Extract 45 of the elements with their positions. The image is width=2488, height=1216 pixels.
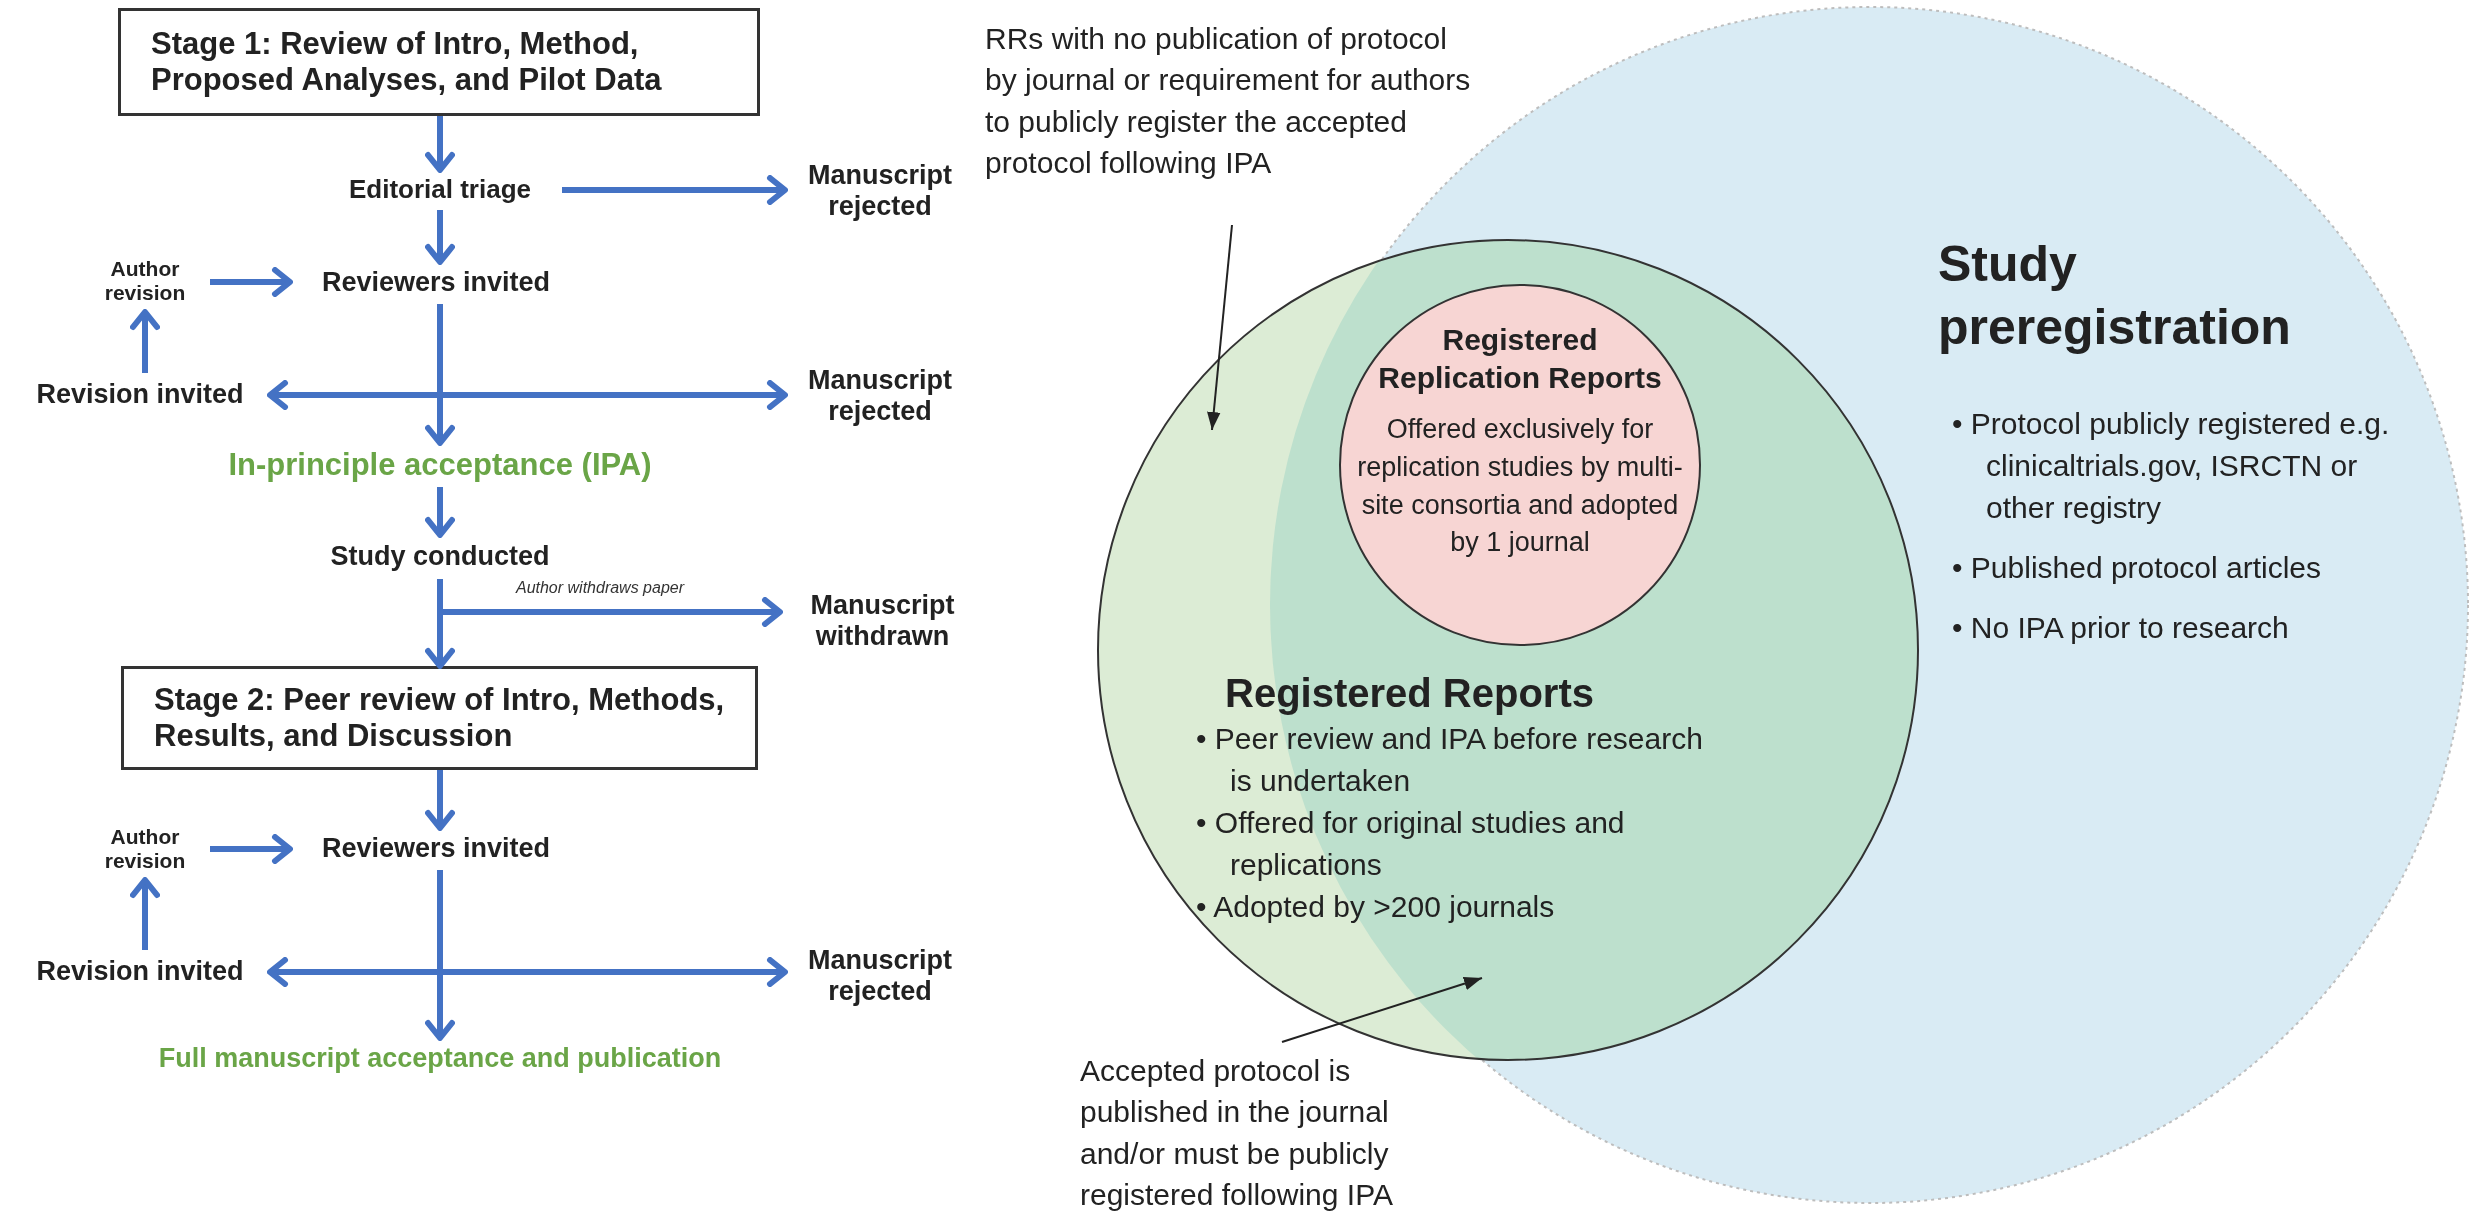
- stage-title: Stage 2: Peer review of Intro, Methods, Results, and Discussion: [154, 682, 725, 754]
- edge-label: Author withdraws paper: [512, 579, 688, 597]
- leader-line: [1207, 224, 1233, 431]
- outcome-label: In-principle acceptance (IPA): [170, 443, 710, 487]
- step-label: Reviewers invited: [290, 828, 582, 870]
- bullet-text: • No IPA prior to research: [1952, 610, 2290, 646]
- arrow: [210, 267, 293, 297]
- circle-title: Registered Replication Reports: [1377, 322, 1663, 396]
- step-label: Manuscript withdrawn: [780, 586, 985, 656]
- step-label: Reviewers invited: [290, 262, 582, 304]
- annotation-text: Accepted protocol is published in the journal and/or must be publicly registered following IPA: [1080, 1050, 1480, 1210]
- leader-line: [1281, 977, 1483, 1043]
- step-label: Author revision: [80, 250, 210, 312]
- annotation-text: RRs with no publication of protocol by journal or requirement for authors to publicly register the accepted protocol following IPA: [985, 18, 1485, 223]
- arrow: [130, 877, 160, 950]
- step-label: Study conducted: [300, 535, 580, 579]
- circle-title: Study preregistration: [1938, 235, 2292, 357]
- arrow: [425, 116, 455, 173]
- bullet-text: • Offered for original studies and replications: [1196, 805, 1626, 883]
- bullet-text: • Published protocol articles: [1952, 550, 2323, 586]
- step-label: Revision invited: [10, 373, 270, 417]
- step-label: Manuscript rejected: [785, 155, 975, 227]
- circle-title: Registered Reports: [1225, 670, 1595, 717]
- arrow: [425, 770, 455, 831]
- arrow: [130, 309, 160, 373]
- stage-box: [121, 666, 758, 770]
- step-label: Author revision: [80, 818, 210, 880]
- bullet-text: • Peer review and IPA before research is undertaken: [1196, 721, 1704, 799]
- arrow: [425, 487, 455, 538]
- step-label: Manuscript rejected: [785, 940, 975, 1012]
- stage-title: Stage 1: Review of Intro, Method, Proposed Analyses, and Pilot Data: [151, 26, 663, 98]
- step-label: Revision invited: [10, 950, 270, 994]
- arrow: [437, 304, 788, 410]
- arrow: [210, 834, 293, 864]
- bullet-text: • Adopted by >200 journals: [1196, 889, 1556, 925]
- arrow: [562, 175, 788, 205]
- stage-box: [118, 8, 760, 116]
- bullet-text: • Protocol publicly registered e.g. clinicaltrials.gov, ISRCTN or other registry: [1952, 406, 2391, 526]
- arrow: [425, 210, 455, 265]
- arrow: [437, 579, 783, 627]
- outcome-label: Full manuscript acceptance and publication: [60, 1038, 820, 1080]
- step-label: Editorial triage: [318, 170, 562, 210]
- circle-description: Offered exclusively for replication studies by multi-site consortia and adopted by 1 journal: [1356, 413, 1684, 560]
- step-label: Manuscript rejected: [785, 360, 975, 432]
- arrow: [437, 870, 788, 987]
